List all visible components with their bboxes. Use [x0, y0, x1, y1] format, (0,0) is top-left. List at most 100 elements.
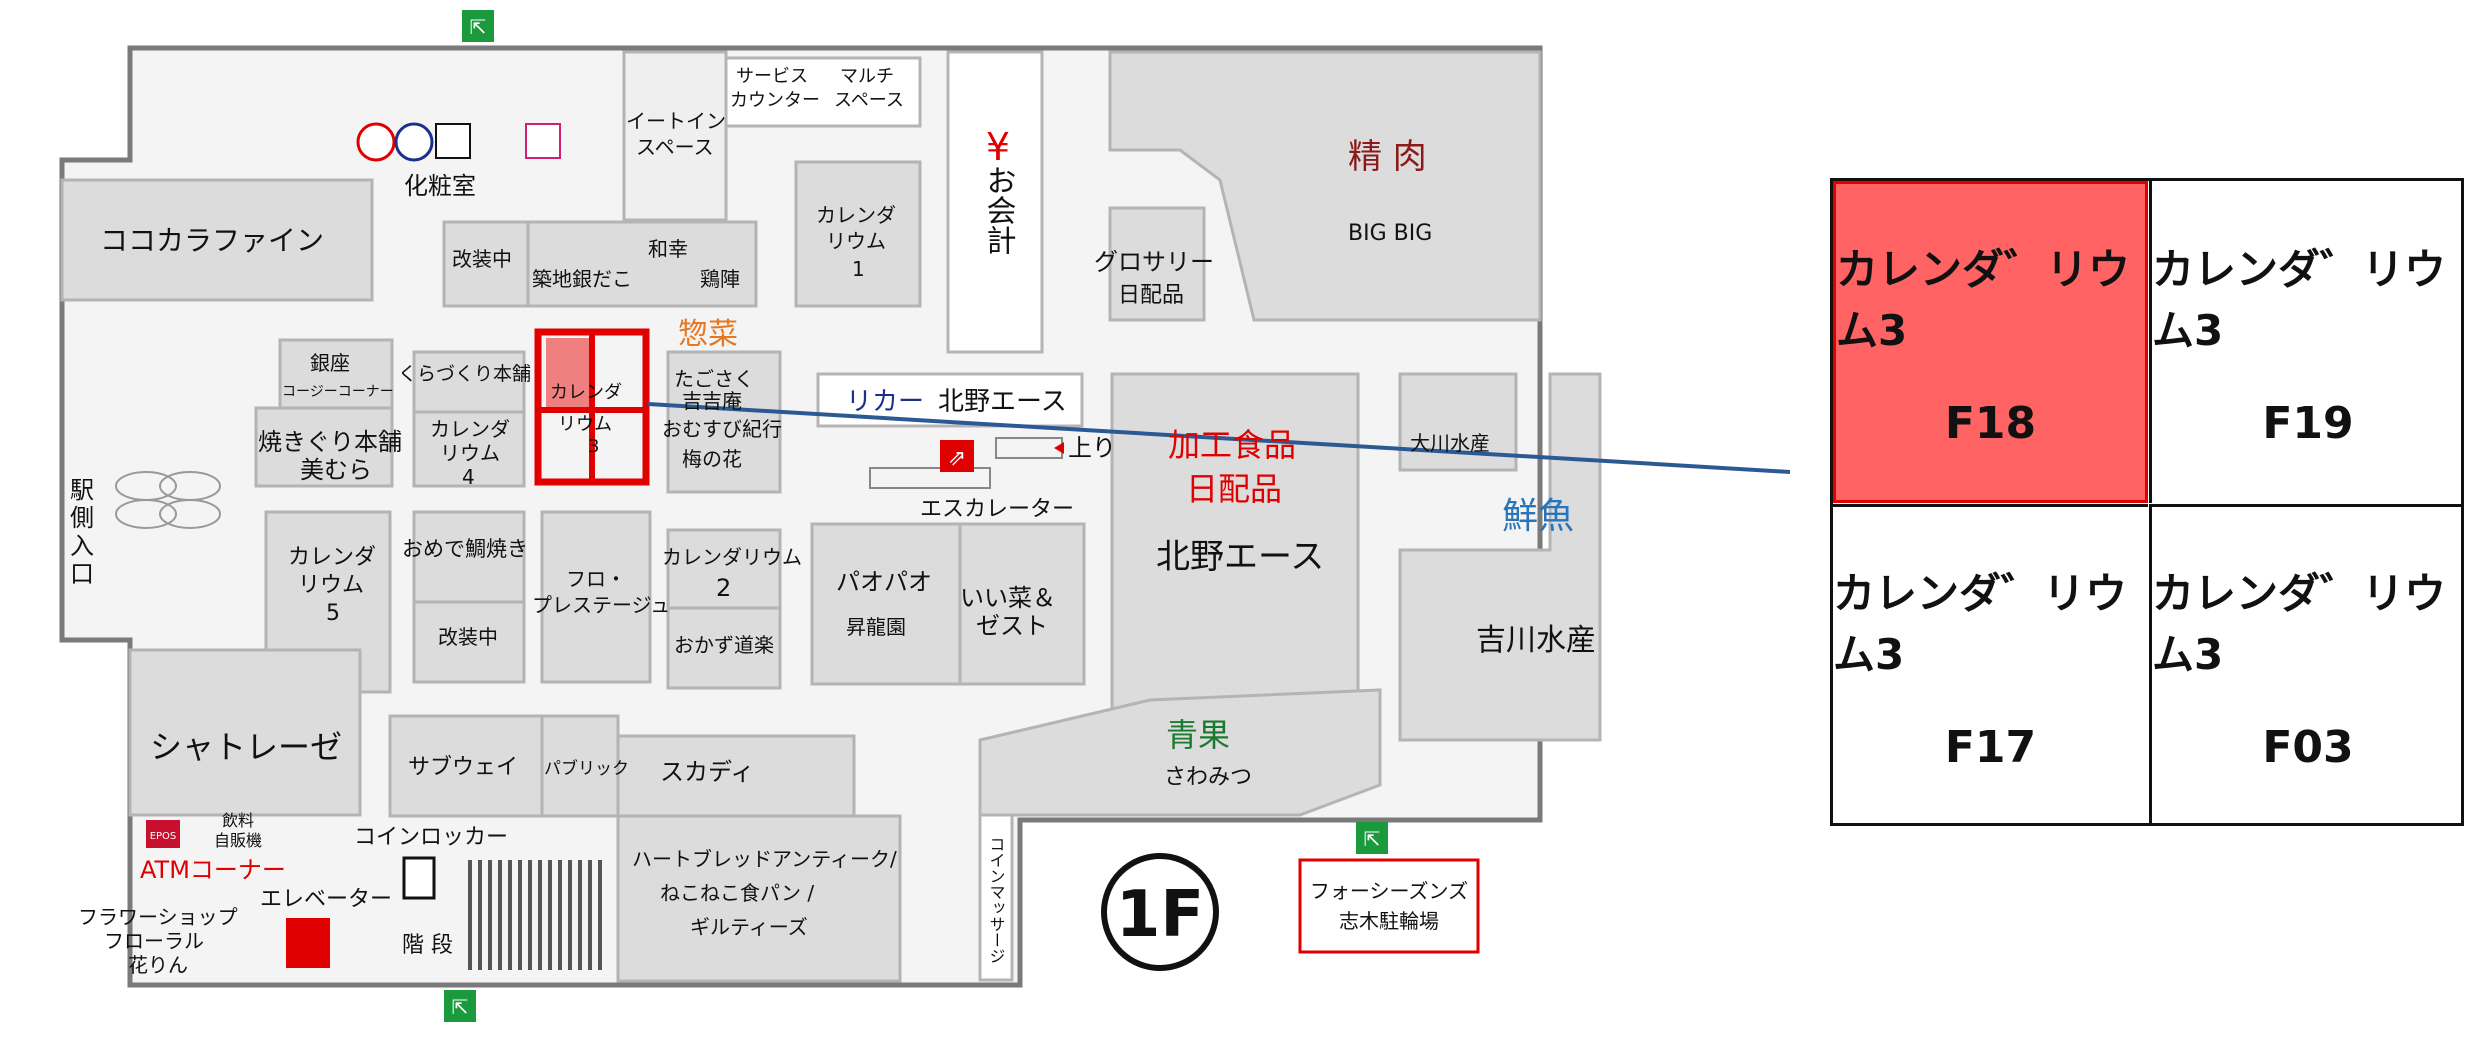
label-cal4-2: リウム [440, 441, 500, 465]
label-cal2-2: 2 [716, 574, 731, 602]
cell-code: F18 [1944, 397, 2037, 449]
label-chateraise: シャトレーゼ [150, 728, 342, 766]
label-entrance-3: 入 [70, 532, 94, 560]
label-drinks-1: 飲料 [222, 811, 254, 830]
tagosaku-omusubi [666, 350, 782, 494]
label-drinks-2: 自販機 [214, 831, 262, 850]
label-produce: 青果 [1166, 716, 1230, 754]
label-okazu: おかず道楽 [674, 633, 774, 657]
label-service-1: サービス [736, 66, 808, 87]
label-torijin: 鶏陣 [700, 267, 740, 291]
male-restroom-icon [394, 122, 434, 162]
label-tagosaku-2: 吉吉庵 [682, 389, 742, 413]
yakiguri [254, 406, 394, 488]
label-omedetai: おめで鯛焼き [402, 537, 528, 561]
label-eatin-2: スペース [636, 135, 714, 159]
elevator-icon [286, 918, 330, 968]
grid-cell-f17[interactable]: カレンダ゛リウム3 F17 [1833, 504, 2148, 826]
public [540, 714, 620, 818]
epos-label: EPOS [150, 831, 177, 842]
label-bike-2: 志木駐輪場 [1339, 909, 1439, 933]
label-iisai-1: いい菜＆ [960, 584, 1056, 612]
omedetai [412, 510, 526, 604]
chateraise [128, 648, 362, 817]
cell-code: F03 [2262, 722, 2354, 773]
label-tsukiji: 築地銀だこ [532, 267, 632, 291]
restroom-icons [356, 122, 561, 162]
label-flow-1: フロ・ [566, 567, 626, 591]
label-cal4-1: カレンダ [430, 417, 510, 441]
label-sozai: 惣菜 [678, 317, 738, 352]
label-checkout: お会計 [981, 165, 1016, 255]
calendarium-4 [412, 410, 526, 488]
escalator-icon [940, 440, 974, 472]
paopao [810, 522, 962, 686]
label-meat: 精 肉 [1348, 137, 1427, 177]
label-eatin-1: イートイン [626, 109, 726, 133]
label-processed-2: 日配品 [1186, 470, 1282, 508]
detail-grid: カレンダ゛リウム3 F18 カレンダ゛リウム3 F19 カレンダ゛リウム3 F1… [1830, 178, 2464, 826]
label-omusubi: おむすび紀行 [662, 417, 782, 441]
label-kura: くらづくり本舗 [398, 363, 531, 385]
grid-cell-f03[interactable]: カレンダ゛リウム3 F03 [2149, 504, 2464, 826]
cell-code: F17 [1944, 722, 2037, 773]
svg-text:⇱: ⇱ [1364, 827, 1381, 851]
cell-name: カレンダ゛リウム3 [1833, 569, 2128, 679]
calendarium-1 [794, 160, 922, 308]
floor-map: ⇱ ⇱ ⇱ [59, 10, 1791, 1022]
label-cal3-1: カレンダ [550, 382, 622, 403]
label-grocery-2: 日配品 [1118, 283, 1184, 308]
label-scaddy: スカディ [660, 758, 754, 786]
entrance-doors [115, 471, 221, 529]
floor-label: 1F [1116, 878, 1204, 952]
label-cal2-1: カレンダリウム [662, 545, 802, 569]
heartbread [616, 814, 902, 983]
label-elevator: エレベーター [260, 887, 392, 912]
okazu-douraku [666, 606, 782, 690]
bike-parking[interactable] [1298, 858, 1480, 954]
label-cal5-1: カレンダ [288, 545, 376, 570]
label-cal3-3: 3 [588, 436, 599, 457]
selected-unit-highlight [546, 338, 592, 410]
label-escalator-up: 上り [1068, 434, 1116, 462]
label-ginza-1: 銀座 [310, 351, 350, 375]
label-kitano: 北野エース [1156, 537, 1324, 577]
label-stairs: 階 段 [402, 933, 453, 958]
shop-renovating-1 [442, 220, 530, 308]
label-checkout-yen: ¥ [986, 125, 1010, 169]
cocokara-fine [60, 178, 374, 302]
label-ginza-2: コージーコーナー [282, 384, 394, 400]
label-grocery-1: グロサリー [1094, 248, 1214, 276]
subway [388, 714, 544, 818]
grocery [1108, 206, 1206, 322]
label-entrance-4: 口 [70, 560, 94, 588]
coin-massage [978, 813, 1014, 982]
label-subway: サブウェイ [408, 755, 518, 780]
label-flower-2: フローラル [104, 929, 204, 953]
label-cal1-2: リウム [826, 229, 886, 253]
label-service-2: カウンター [730, 90, 820, 111]
cell-name: カレンダ゛リウム3 [2152, 244, 2447, 355]
label-locker: コインロッカー [354, 825, 508, 850]
label-heartbread-3: ギルティーズ [690, 915, 808, 939]
floor-badge [1101, 853, 1219, 971]
accessible-restroom-icon [435, 123, 471, 159]
label-renovating-1: 改装中 [452, 247, 512, 271]
label-yakiguri-2: 美むら [300, 456, 372, 484]
svg-text:⇱: ⇱ [452, 995, 469, 1019]
coin-locker-icon [402, 856, 436, 900]
label-iisai-2: ゼスト [976, 612, 1048, 640]
exit-icon: ⇱ [462, 10, 494, 42]
stairs-graphic [468, 860, 602, 970]
pointer-line [647, 402, 1791, 474]
grid-cell-f19[interactable]: カレンダ゛リウム3 F19 [2149, 181, 2464, 503]
label-renovating-2: 改装中 [438, 625, 498, 649]
label-restroom: 化粧室 [404, 172, 476, 200]
label-escalator: エスカレーター [920, 497, 1074, 522]
label-liquor-name: 北野エース [938, 387, 1067, 417]
flow-prestage [540, 510, 652, 684]
label-flow-2: プレステージュ [532, 593, 670, 617]
grid-cell-f18[interactable]: カレンダ゛リウム3 F18 [1833, 181, 2148, 503]
label-flower-1: フラワーショップ [78, 905, 238, 929]
label-bigbig: BIG BIG [1348, 221, 1432, 246]
